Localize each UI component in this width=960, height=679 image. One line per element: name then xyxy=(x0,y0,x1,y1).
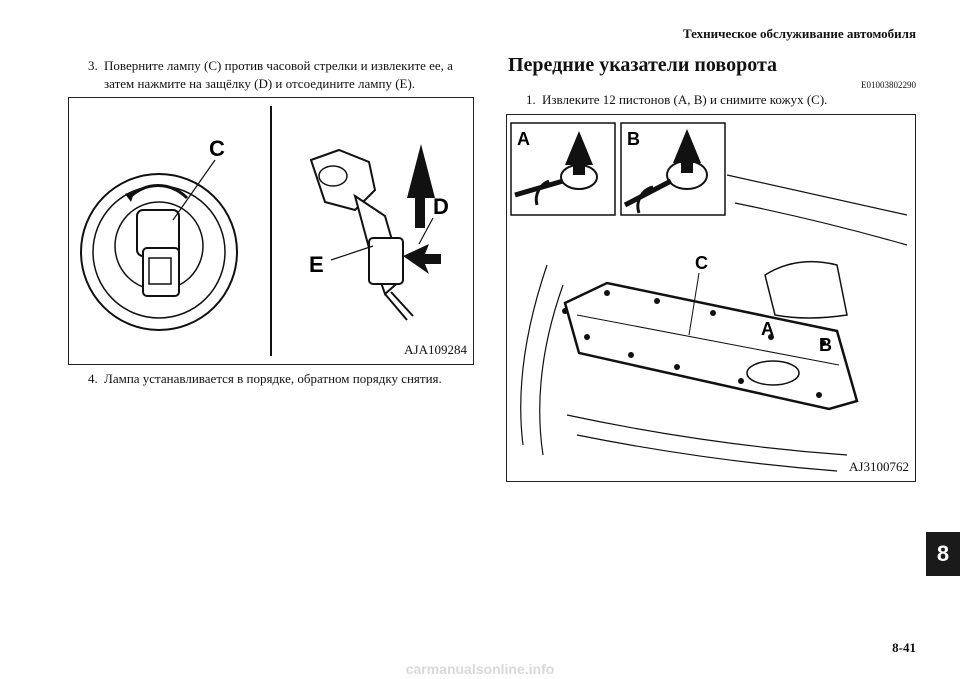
step-3-number: 3. xyxy=(88,58,98,73)
step-3: 3. Поверните лампу (C) против часовой стр… xyxy=(88,57,488,93)
step-1-number: 1. xyxy=(526,92,536,107)
step-4: 4. Лампа устанавливается в порядке, обрат… xyxy=(88,370,488,388)
figure-code-aja109284: AJA109284 xyxy=(404,342,467,357)
page-number: 8-41 xyxy=(892,640,916,655)
figure-code-aj3100762: AJ3100762 xyxy=(849,459,909,474)
inset-label-b: B xyxy=(627,129,640,149)
label-c-cover: C xyxy=(695,253,708,273)
watermark: carmanualsonline.info xyxy=(405,661,555,677)
step-3-line-1: Поверните лампу (C) против часовой стрел… xyxy=(104,58,453,73)
section-title: Передние указатели поворота xyxy=(508,54,778,76)
label-e: E xyxy=(309,252,324,277)
section-code: E01003802290 xyxy=(861,80,916,90)
step-4-number: 4. xyxy=(88,371,98,386)
page-header: Техническое обслуживание автомобиля xyxy=(682,26,916,41)
step-1: 1. Извлеките 12 пистонов (A, B) и снимите… xyxy=(526,91,926,109)
step-3-line-2: затем нажмите на защёлку (D) и отсоедини… xyxy=(104,76,416,91)
figure-lamp-removal: C D E AJA109284 xyxy=(68,97,474,365)
lamp-removal-illustration: C D E xyxy=(80,106,449,356)
cover-removal-illustration: A B C A xyxy=(510,122,908,472)
label-b-clip: B xyxy=(819,335,832,355)
label-d: D xyxy=(433,194,449,219)
chapter-tab: 8 xyxy=(926,532,960,576)
step-4-text: Лампа устанавливается в порядке, обратно… xyxy=(104,371,442,386)
inset-label-a: A xyxy=(517,129,530,149)
step-1-text: Извлеките 12 пистонов (A, B) и снимите к… xyxy=(542,92,828,107)
figure-cover-removal: A B C A xyxy=(506,114,916,482)
label-a-clip: A xyxy=(761,319,774,339)
label-c: C xyxy=(209,136,225,161)
